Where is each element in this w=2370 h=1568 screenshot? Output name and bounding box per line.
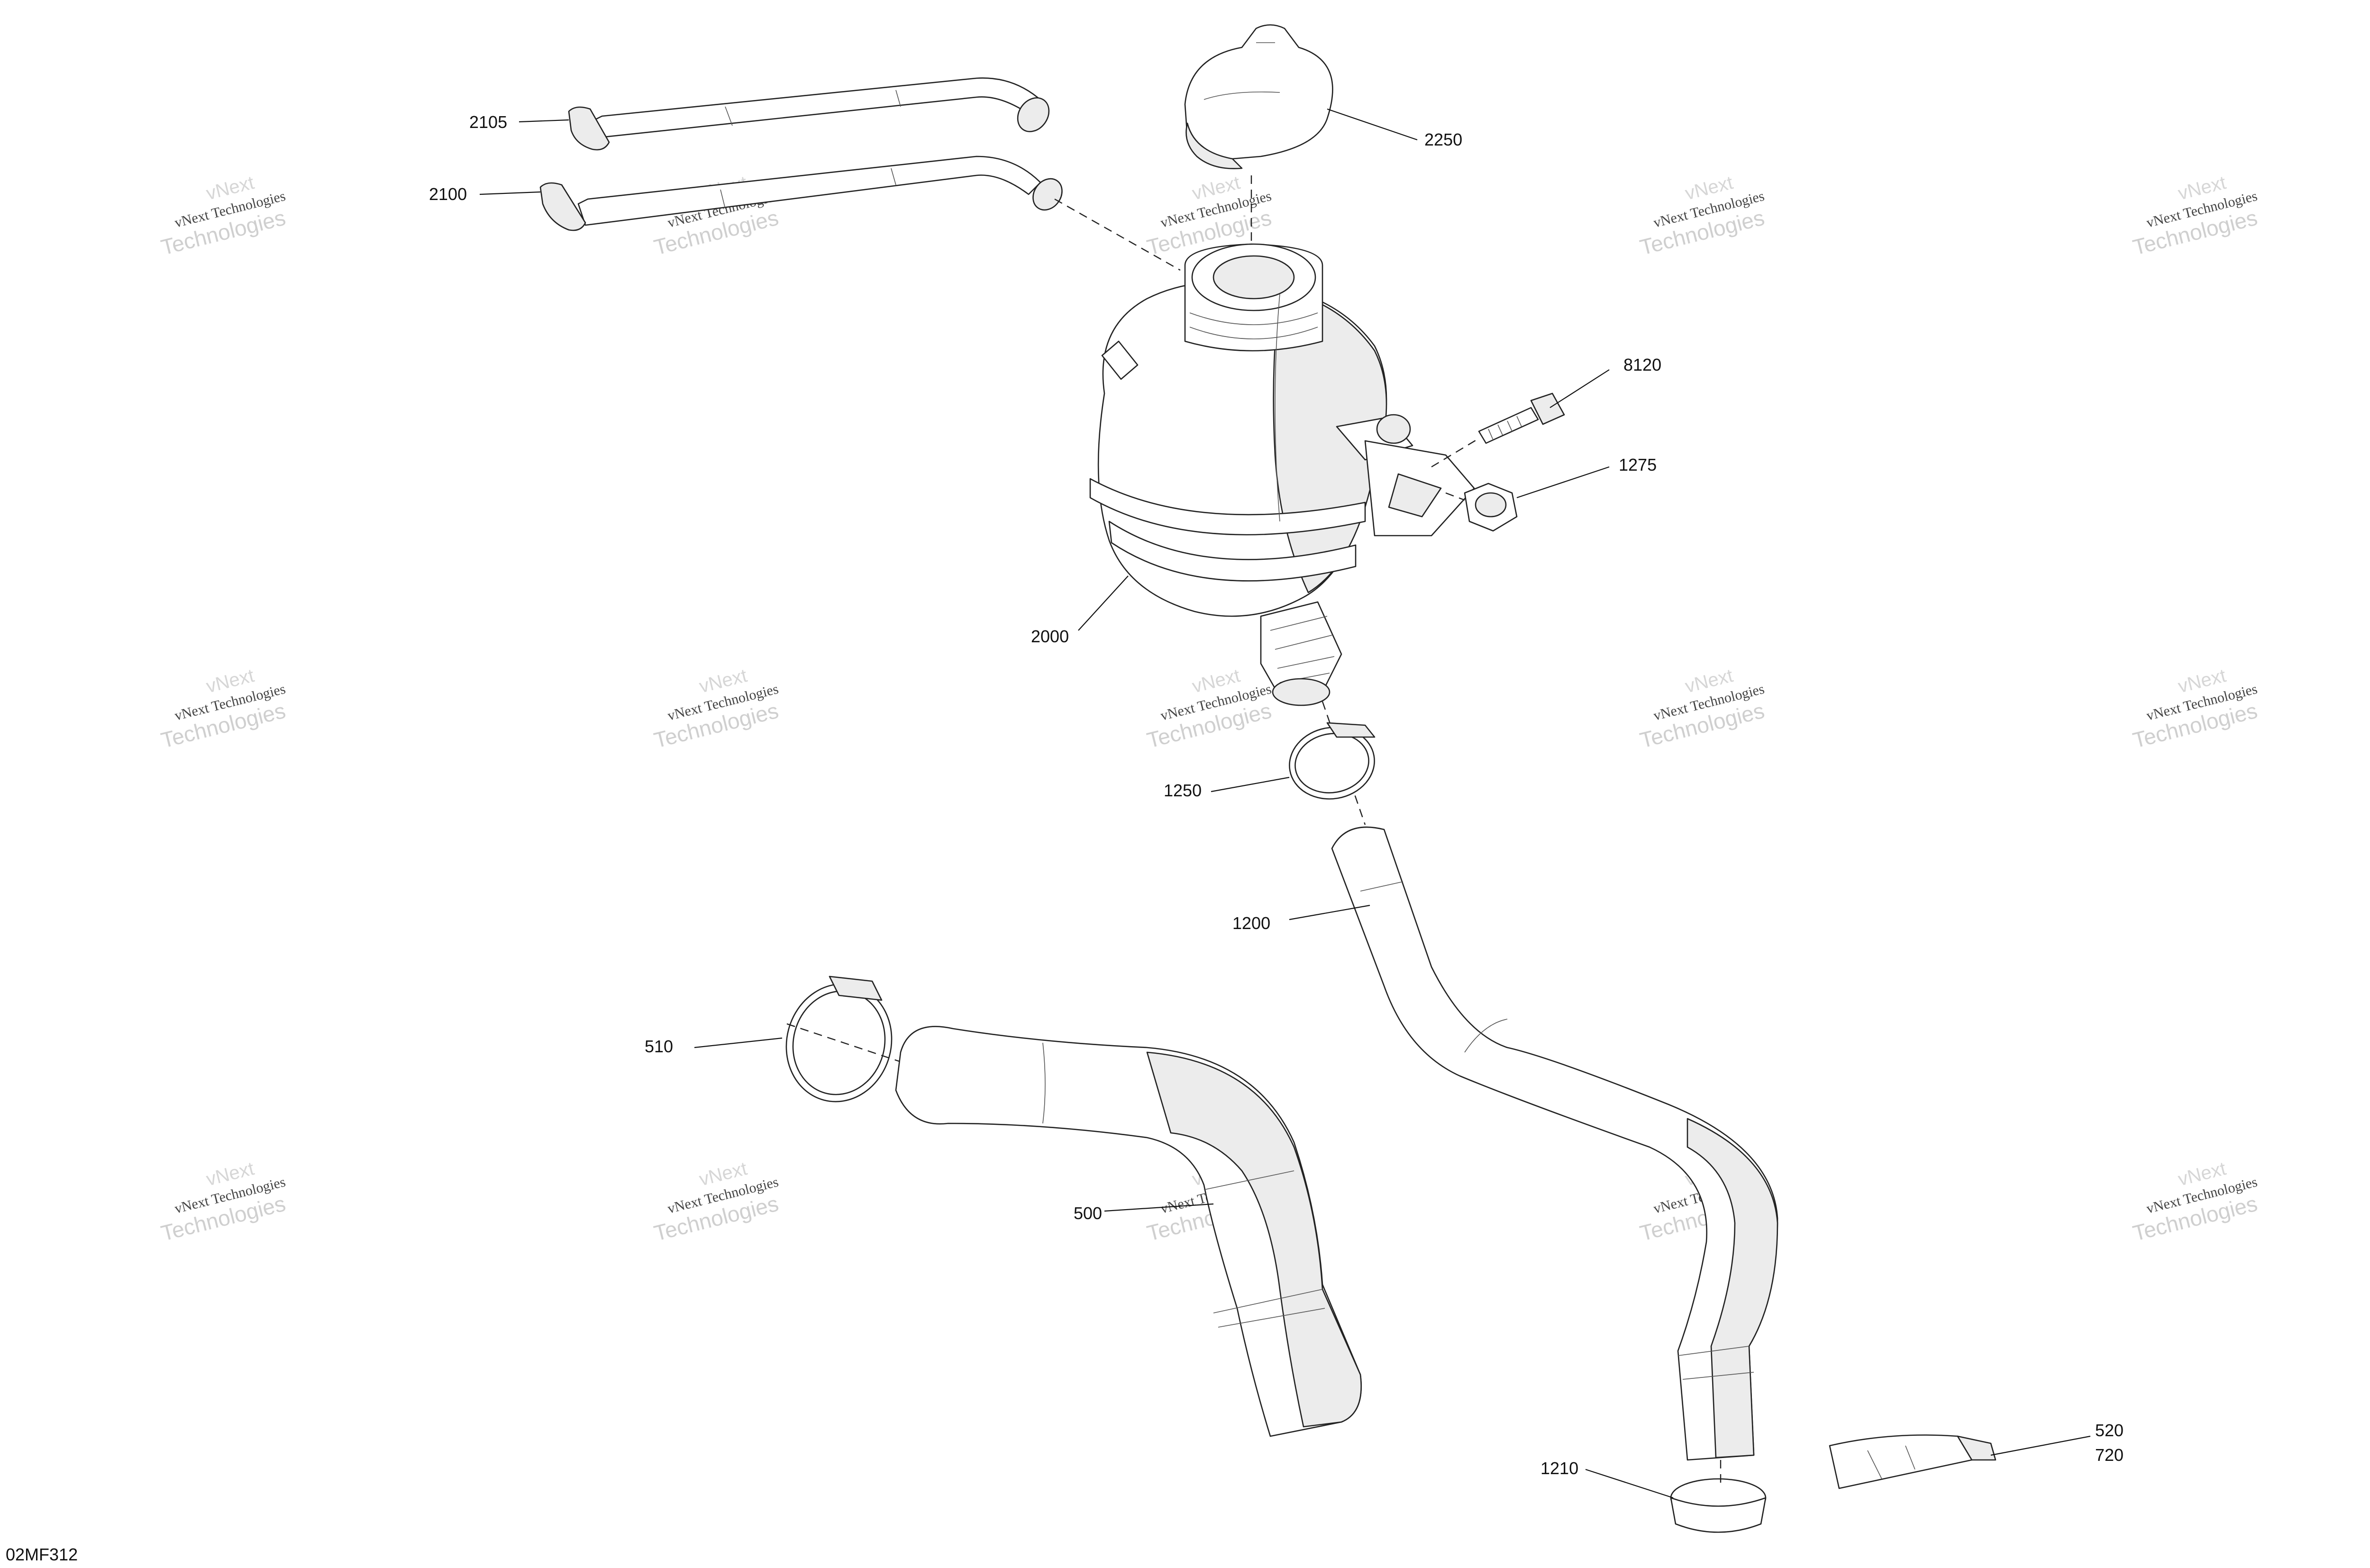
callout-2105: 2105 — [469, 112, 507, 132]
hose-500 — [895, 1026, 1362, 1437]
pressure-cap-2250 — [1184, 24, 1333, 169]
screw-8120 — [1478, 392, 1565, 444]
clamp-1210 — [1670, 1478, 1767, 1533]
hose-1200 — [1331, 826, 1778, 1461]
leader-lines — [479, 108, 2091, 1499]
hose-2105 — [568, 77, 1050, 151]
callout-510: 510 — [645, 1037, 673, 1056]
assembly-line-2100 — [1054, 198, 1181, 271]
figure-code: 02MF312 — [6, 1545, 78, 1564]
callout-1275: 1275 — [1619, 455, 1657, 474]
callout-2000: 2000 — [1031, 627, 1069, 646]
hose-2100 — [539, 155, 1063, 231]
callout-2250: 2250 — [1424, 130, 1462, 149]
callout-1250: 1250 — [1164, 781, 1202, 800]
callout-520: 520 — [2095, 1421, 2124, 1440]
callout-500: 500 — [1074, 1203, 1102, 1223]
callout-8120: 8120 — [1623, 355, 1661, 374]
callout-720: 720 — [2095, 1445, 2124, 1465]
callout-labels: 2105 2100 2250 8120 1275 2000 1250 1200 … — [6, 112, 2124, 1564]
nut-1275 — [1464, 483, 1518, 532]
clamp-1250 — [1289, 722, 1376, 800]
assembly-line-510 — [786, 1023, 901, 1063]
callout-1200: 1200 — [1232, 913, 1270, 933]
clamp-520-720 — [1829, 1434, 1996, 1489]
callout-2100: 2100 — [429, 184, 467, 204]
clamp-510 — [785, 975, 893, 1103]
expansion-tank-2000 — [1089, 243, 1475, 706]
assembly-line-1275 — [1445, 492, 1465, 501]
assembly-line-8120 — [1431, 438, 1479, 468]
callout-1210: 1210 — [1540, 1459, 1578, 1478]
